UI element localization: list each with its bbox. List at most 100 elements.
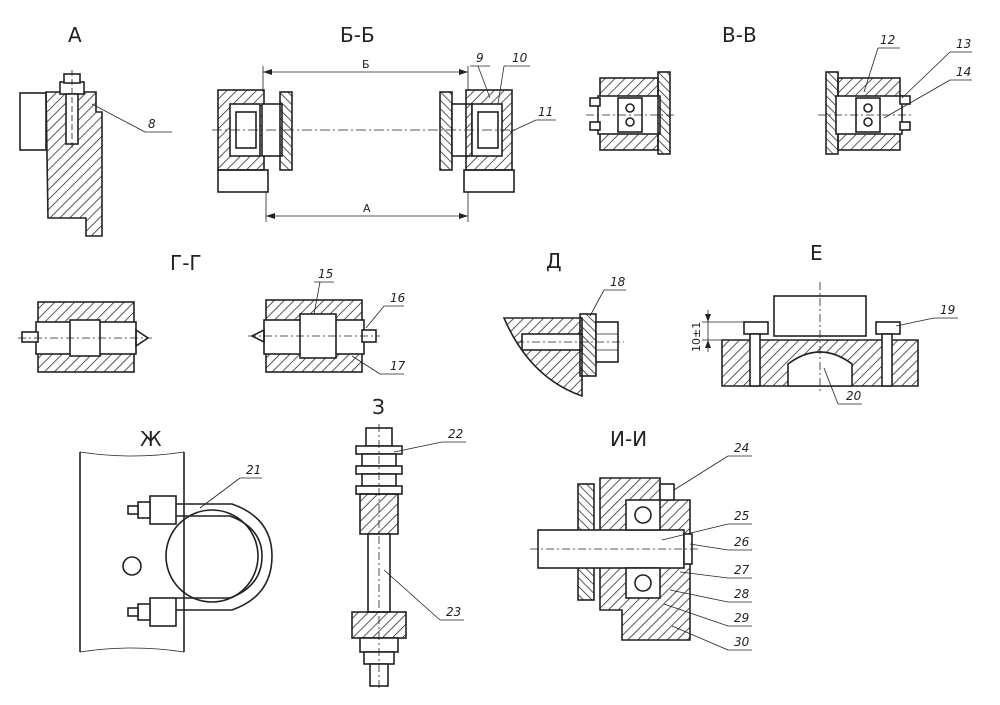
dim-gap-arrow-top	[705, 314, 711, 322]
dim-gap-label: 10±1	[690, 322, 703, 352]
leader-10	[497, 65, 505, 105]
view-ii-ball-top	[634, 506, 652, 524]
view-zh-top-washer	[137, 501, 151, 519]
dim-a-arrow-right	[459, 213, 468, 219]
view-d: Д 18	[502, 249, 626, 398]
view-ii-bearing-bottom	[625, 567, 661, 599]
leader-14	[883, 79, 951, 119]
dim-gap-arrow-bottom	[705, 340, 711, 348]
view-vv-right-screw-bottom	[899, 121, 911, 131]
view-zh-top-nut	[149, 495, 177, 525]
leader-12	[863, 47, 879, 93]
callout-30: 30	[734, 635, 750, 649]
leader-19	[895, 317, 935, 327]
leader-24	[673, 455, 729, 491]
leader-30	[671, 625, 729, 651]
leader-16	[365, 305, 385, 329]
callout-10: 10	[512, 51, 528, 65]
callout-8: 8	[148, 117, 156, 131]
leader-20	[823, 367, 839, 405]
dim-b-label: Б	[362, 58, 370, 71]
leader-26	[689, 543, 729, 551]
callout-28: 28	[734, 587, 750, 601]
view-z-title: З	[372, 395, 385, 419]
dim-a-label: А	[363, 202, 371, 215]
view-bb-left-wall	[279, 91, 293, 171]
view-e-left-bolt-head	[743, 321, 769, 335]
view-e-right-bolt-shank	[881, 333, 893, 387]
view-bb: Б-Б Б А 9 10	[212, 23, 556, 222]
callout-13: 13	[956, 37, 971, 51]
view-vv-title: В-В	[722, 23, 757, 47]
view-e-title: Е	[810, 241, 823, 265]
leader-25	[661, 523, 729, 541]
view-a-plate	[19, 92, 47, 151]
view-zh-u-bolt-inner	[176, 515, 263, 599]
view-vv: В-В 12 13 14	[586, 23, 972, 155]
view-e: Е 10±1 19 20	[690, 241, 958, 405]
leader-11	[509, 119, 537, 133]
callout-9: 9	[476, 51, 484, 65]
view-vv-left-ball-bottom	[625, 117, 635, 127]
view-a: А 8	[19, 23, 172, 237]
view-bb-right-wall	[439, 91, 453, 171]
leader-13	[901, 51, 951, 99]
view-bb-right-base	[463, 169, 515, 193]
view-zh-pipe-bottom-break	[79, 647, 185, 653]
callout-18: 18	[610, 275, 626, 289]
view-vv-left-screw-top	[589, 97, 601, 107]
view-zh-pipe-edges	[79, 452, 185, 652]
view-e-left-bolt-shank	[749, 333, 761, 387]
leader-21	[199, 477, 241, 509]
leader-22	[393, 441, 443, 453]
callout-17: 17	[390, 359, 406, 373]
view-zh-bottom-nut	[149, 597, 177, 627]
callout-25: 25	[734, 509, 749, 523]
view-gg-left-screw	[21, 331, 39, 343]
dim-b-arrow-right	[459, 69, 468, 75]
callout-29: 29	[734, 611, 749, 625]
leader-17	[351, 355, 381, 375]
view-vv-right-ball-bottom	[863, 117, 873, 127]
leader-18	[589, 289, 605, 317]
leader-8	[91, 103, 146, 133]
view-d-washer	[579, 313, 597, 377]
view-vv-left-screw-bottom	[589, 121, 601, 131]
view-zh-bottom-thread	[127, 607, 139, 617]
view-ii-bearing-top	[625, 499, 661, 531]
callout-16: 16	[390, 291, 406, 305]
leader-9	[477, 65, 491, 99]
view-vv-left-ball-top	[625, 103, 635, 113]
callout-14: 14	[956, 65, 971, 79]
callout-21: 21	[246, 463, 261, 477]
view-zh-u-bolt-outer	[176, 503, 273, 611]
view-vv-right-screw-top	[899, 95, 911, 105]
leader-15	[313, 281, 321, 315]
view-zh-top-thread	[127, 505, 139, 515]
view-vv-left-wall	[657, 71, 671, 155]
view-bb-title: Б-Б	[340, 23, 375, 47]
callout-24: 24	[734, 441, 749, 455]
callout-23: 23	[446, 605, 461, 619]
view-zh-title: Ж	[140, 427, 162, 451]
callout-12: 12	[880, 33, 895, 47]
callout-26: 26	[734, 535, 750, 549]
callout-15: 15	[318, 267, 333, 281]
callout-19: 19	[940, 303, 955, 317]
view-a-title: А	[68, 23, 82, 47]
view-bb-left-base	[217, 169, 269, 193]
view-ii-ball-bottom	[634, 574, 652, 592]
view-z: З 22 23	[351, 395, 466, 690]
view-zh: Ж 21	[79, 427, 273, 653]
dim-b-arrow-left	[263, 69, 272, 75]
callout-27: 27	[734, 563, 750, 577]
view-d-title: Д	[546, 249, 562, 273]
view-gg-title: Г-Г	[170, 251, 202, 275]
view-ii-screw-head	[659, 483, 675, 501]
dim-a-arrow-left	[266, 213, 275, 219]
view-a-bracket	[45, 91, 103, 237]
leader-23	[383, 569, 441, 621]
leader-27	[679, 571, 729, 579]
